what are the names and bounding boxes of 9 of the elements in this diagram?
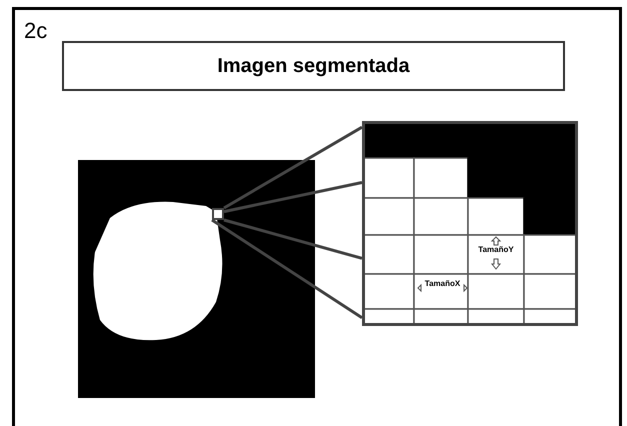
zoom-line [211, 218, 363, 320]
zoom-line [224, 181, 362, 214]
zoom-line [224, 218, 362, 260]
title-box: Imagen segmentada [62, 41, 565, 91]
zoom-line [223, 126, 363, 210]
size-y-label: TamañoY [477, 246, 515, 254]
size-x-label: TamañoX [424, 280, 462, 288]
panel-label: 2c [24, 20, 48, 42]
zoom-square [212, 208, 224, 220]
